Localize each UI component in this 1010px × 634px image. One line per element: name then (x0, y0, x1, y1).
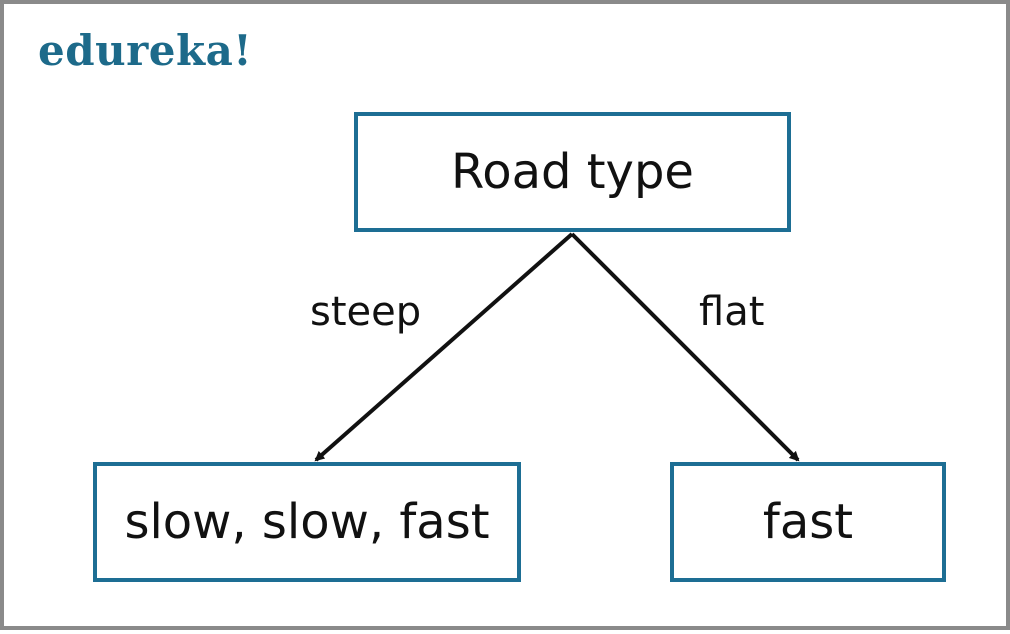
root-node-road-type: Road type (354, 112, 791, 232)
edge-flat-arrow (570, 232, 800, 462)
edge-label-steep: steep (310, 289, 422, 335)
leaf-node-flat-label: fast (762, 494, 854, 550)
root-node-label: Road type (451, 144, 694, 200)
leaf-node-flat: fast (670, 462, 946, 582)
leaf-node-steep-label: slow, slow, fast (124, 494, 490, 550)
edge-steep-arrow (314, 232, 574, 462)
leaf-node-steep: slow, slow, fast (93, 462, 521, 582)
edge-label-flat: flat (699, 289, 765, 335)
edureka-logo: edureka! (38, 26, 253, 75)
